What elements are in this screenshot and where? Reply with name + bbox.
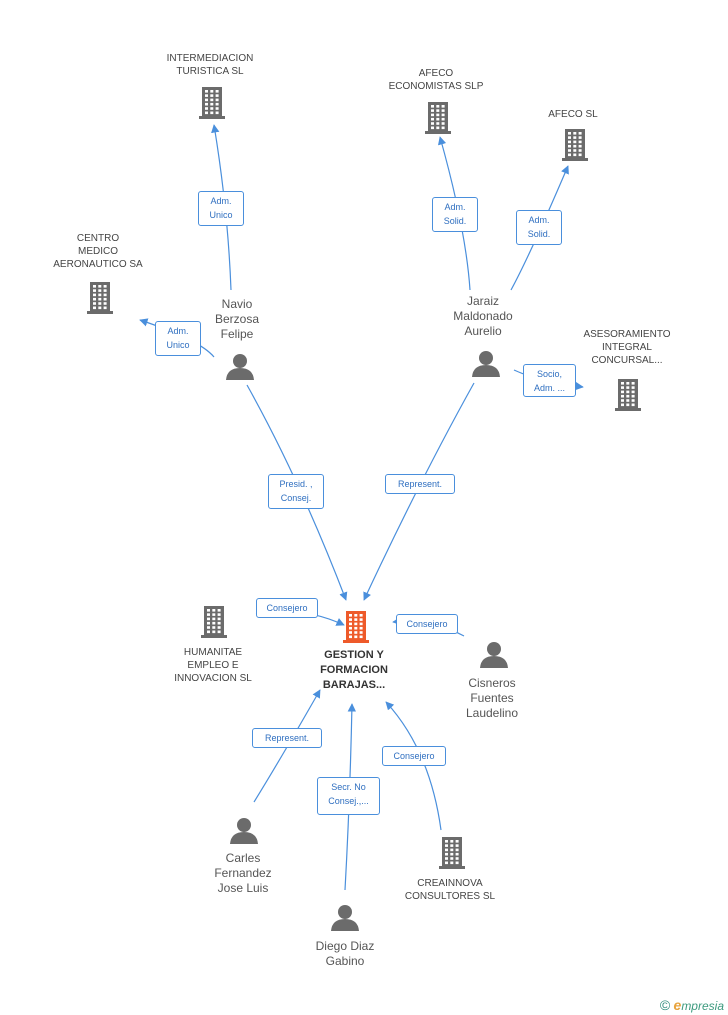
edge-label-e11[interactable]: Secr. No Consej.,... xyxy=(317,777,380,815)
edge-label-line: Unico xyxy=(209,210,233,220)
edge-label-e9[interactable]: Consejero xyxy=(396,614,458,634)
edge-label-line: Secr. No xyxy=(331,782,366,792)
node-label-line: Maldonado xyxy=(453,309,513,323)
edge-label-e10[interactable]: Represent. xyxy=(252,728,322,748)
node-label-line: AFECO xyxy=(418,68,454,79)
node-label-line: EMPLEO E xyxy=(187,660,239,671)
asesoramiento-node-label[interactable]: ASESORAMIENTO INTEGRAL CONCURSAL... xyxy=(567,328,687,367)
node-label-line: ASESORAMIENTO xyxy=(583,329,671,340)
edge-label-e7[interactable]: Represent. xyxy=(385,474,455,494)
node-label-line: Gabino xyxy=(325,954,365,968)
node-label-line: GESTION Y xyxy=(324,649,384,661)
node-label-line: INTERMEDIACION xyxy=(166,53,254,64)
node-label-line: Fernandez xyxy=(214,866,272,880)
brand-name: mpresia xyxy=(681,999,724,1013)
node-label-line: AERONAUTICO SA xyxy=(53,259,143,270)
node-label-line: MEDICO xyxy=(78,246,118,257)
edge-label-e3[interactable]: Adm. Solid. xyxy=(432,197,478,232)
node-label-line: CENTRO xyxy=(76,233,120,244)
edge-label-line: Represent. xyxy=(264,733,310,743)
edge-label-line: Solid. xyxy=(527,229,551,239)
edge-label-e5[interactable]: Socio, Adm. ... xyxy=(523,364,576,397)
intermediacion-building-icon xyxy=(199,87,225,119)
navio-person-icon xyxy=(226,354,254,380)
node-label-line: TURISTICA SL xyxy=(176,66,244,77)
node-label-line: CREAINNOVA xyxy=(417,878,483,889)
centro-building-icon xyxy=(87,282,113,314)
edge-label-line: Consej.,... xyxy=(328,796,369,806)
node-label-line: INTEGRAL xyxy=(601,342,652,353)
node-label-line: Felipe xyxy=(220,327,254,341)
edge-label-e6[interactable]: Presid. , Consej. xyxy=(268,474,324,509)
edge-label-line: Adm. xyxy=(210,196,232,206)
node-label-line: AFECO SL xyxy=(548,109,598,120)
edge-label-line: Represent. xyxy=(397,479,443,489)
node-label-line: Aurelio xyxy=(464,324,502,338)
diego-person-icon xyxy=(331,905,359,931)
node-label-line: HUMANITAE xyxy=(183,647,243,658)
edge-carles-to-main xyxy=(253,689,321,803)
creainnova-node-label[interactable]: CREAINNOVA CONSULTORES SL xyxy=(385,877,515,903)
brand-logo: © empresia xyxy=(660,997,724,1013)
cisneros-person-icon xyxy=(480,642,508,668)
node-label-line: Jaraiz xyxy=(466,294,499,308)
afeco_eco-node-label[interactable]: AFECO ECONOMISTAS SLP xyxy=(376,67,496,93)
edge-label-line: Consejero xyxy=(266,603,308,613)
creainnova-building-icon xyxy=(439,837,465,869)
node-label-line: Cisneros xyxy=(468,676,516,690)
edge-label-e2[interactable]: Adm. Unico xyxy=(155,321,201,356)
node-label-line: CONSULTORES SL xyxy=(404,891,496,902)
asesoramiento-building-icon xyxy=(615,379,641,411)
edge-label-line: Presid. , xyxy=(279,479,313,489)
edge-label-line: Adm. xyxy=(444,202,466,212)
edge-label-line: Adm. xyxy=(528,215,550,225)
edge-label-line: Unico xyxy=(166,340,190,350)
edge-label-line: Adm. xyxy=(167,326,189,336)
jaraiz-person-icon xyxy=(472,351,500,377)
node-label-line: Berzosa xyxy=(214,312,260,326)
edge-label-line: Consejero xyxy=(393,751,435,761)
edge-label-e4[interactable]: Adm. Solid. xyxy=(516,210,562,245)
node-label-line: CONCURSAL... xyxy=(591,355,663,366)
node-label-line: Laudelino xyxy=(465,706,519,720)
brand-initial: e xyxy=(673,997,682,1013)
node-label-line: BARAJAS... xyxy=(322,679,386,691)
edge-label-e12[interactable]: Consejero xyxy=(382,746,446,766)
node-label-line: Diego Diaz xyxy=(315,939,375,953)
main-building-icon xyxy=(343,611,369,643)
node-label-line: FORMACION xyxy=(320,664,388,676)
node-label-line: Jose Luis xyxy=(217,881,269,895)
edge-label-e1[interactable]: Adm. Unico xyxy=(198,191,244,226)
centro-node-label[interactable]: CENTRO MEDICO AERONAUTICO SA xyxy=(38,232,158,271)
node-label-line: ECONOMISTAS SLP xyxy=(388,81,484,92)
afeco_sl-node-label[interactable]: AFECO SL xyxy=(533,108,613,121)
node-label-line: Carles xyxy=(225,851,261,865)
edge-label-line: Consejero xyxy=(406,619,448,629)
afeco_eco-building-icon xyxy=(425,102,451,134)
intermediacion-node-label[interactable]: INTERMEDIACION TURISTICA SL xyxy=(150,52,270,78)
edge-label-line: Solid. xyxy=(443,216,467,226)
carles-person-icon xyxy=(230,818,258,844)
node-label-line: Navio xyxy=(221,297,253,311)
edge-label-line: Socio, xyxy=(536,369,562,379)
edge-label-line: Consej. xyxy=(280,493,312,503)
edge-label-line: Adm. ... xyxy=(533,383,565,393)
humanitae-building-icon xyxy=(201,606,227,638)
edge-creainnova-to-main xyxy=(385,701,442,831)
copyright-symbol: © xyxy=(659,997,671,1013)
humanitae-node-label[interactable]: HUMANITAE EMPLEO E INNOVACION SL xyxy=(153,646,273,685)
edge-label-e8[interactable]: Consejero xyxy=(256,598,318,618)
main-node-label[interactable]: GESTION Y FORMACION BARAJAS... xyxy=(299,648,409,693)
node-label-line: Fuentes xyxy=(470,691,514,705)
node-label-line: INNOVACION SL xyxy=(174,673,252,684)
afeco_sl-building-icon xyxy=(562,129,588,161)
